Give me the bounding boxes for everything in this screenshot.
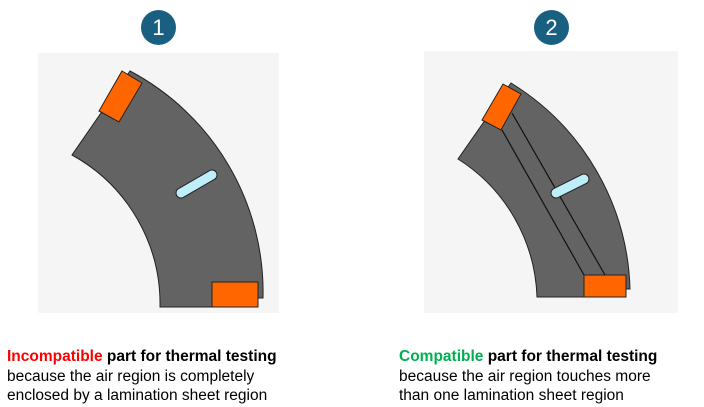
step-badge-1: 1 — [141, 10, 176, 45]
caption-2-title: part for thermal testing — [483, 348, 658, 365]
magnet-top-2 — [481, 83, 522, 131]
caption-1-line2: because the air region is completely — [7, 367, 255, 385]
caption-2-line2: because the air region touches more — [399, 367, 651, 385]
air-region-1-fill — [176, 170, 217, 198]
caption-1-line3: enclosed by a lamination sheet region — [7, 387, 268, 404]
caption-1-title: part for thermal testing — [102, 348, 277, 365]
step-badge-2: 2 — [534, 10, 569, 45]
lamination-sheet-1 — [71, 70, 264, 308]
sheet-boundary-1 — [501, 129, 585, 276]
caption-1: Incompatible part for thermal testing be… — [7, 347, 277, 406]
air-region-2-fill — [551, 174, 589, 198]
magnet-top-1 — [98, 70, 143, 123]
magnet-bottom-2 — [583, 274, 627, 298]
caption-2-line3: than one lamination sheet region — [399, 387, 624, 404]
status-incompatible: Incompatible — [7, 348, 103, 365]
caption-2: Compatible part for thermal testing beca… — [399, 347, 657, 406]
magnet-bottom-1 — [211, 281, 259, 308]
status-compatible: Compatible — [399, 348, 484, 365]
